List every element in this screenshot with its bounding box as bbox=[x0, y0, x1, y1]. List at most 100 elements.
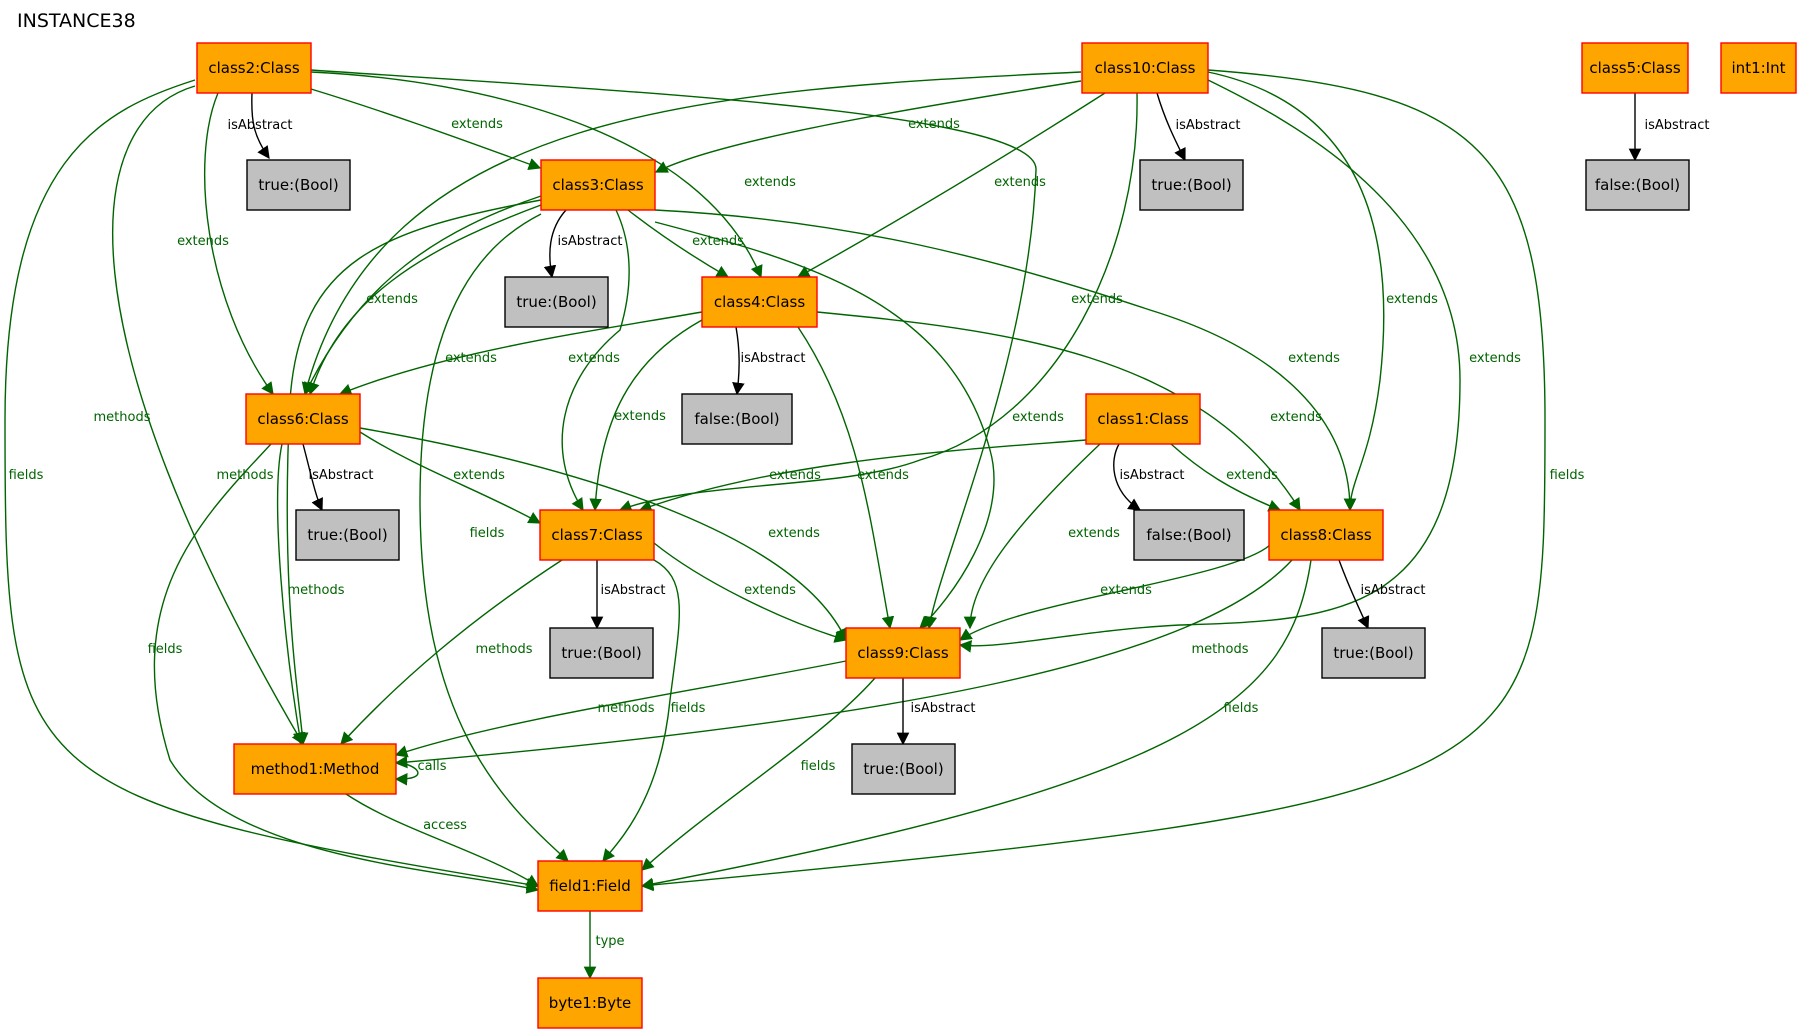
edge-label-class4-to-class8: extends bbox=[1270, 410, 1322, 425]
node-class3[interactable]: class3:Class bbox=[540, 159, 656, 211]
node-class5[interactable]: class5:Class bbox=[1581, 42, 1689, 94]
node-label-class8: class8:Class bbox=[1280, 526, 1371, 544]
edge-label-class1-to-class8: extends bbox=[1226, 468, 1278, 483]
node-b_c6[interactable]: true:(Bool) bbox=[295, 509, 400, 561]
node-b_c2[interactable]: true:(Bool) bbox=[246, 159, 351, 211]
node-label-b_c2: true:(Bool) bbox=[258, 176, 338, 194]
edge-class2-to-method1 bbox=[112, 85, 304, 746]
node-box-b_c7 bbox=[549, 627, 654, 679]
edge-class2-to-class3 bbox=[310, 88, 542, 171]
node-b_c1[interactable]: false:(Bool) bbox=[1133, 509, 1245, 561]
edge-class3-to-class8 bbox=[654, 209, 1357, 512]
edge-method1-to-field1 bbox=[345, 793, 540, 887]
node-class1[interactable]: class1:Class bbox=[1085, 393, 1201, 445]
edge-label-class3-to-method1: methods bbox=[217, 468, 274, 483]
node-box-class7 bbox=[539, 509, 655, 561]
edge-label-class2-to-field1: fields bbox=[9, 468, 44, 483]
node-b_c10[interactable]: true:(Bool) bbox=[1139, 159, 1244, 211]
node-b_c8[interactable]: true:(Bool) bbox=[1321, 627, 1426, 679]
edge-label-class6-to-b_c6: isAbstract bbox=[309, 468, 374, 483]
edge-class3-to-field1 bbox=[419, 213, 569, 862]
node-box-method1 bbox=[233, 743, 397, 795]
edge-class10-to-b_c10 bbox=[1156, 92, 1186, 162]
node-box-class10 bbox=[1081, 42, 1209, 94]
node-field1[interactable]: field1:Field bbox=[537, 860, 643, 912]
node-label-b_c6: true:(Bool) bbox=[307, 526, 387, 544]
node-b_c7[interactable]: true:(Bool) bbox=[549, 627, 654, 679]
edge-label-class1-to-b_c1: isAbstract bbox=[1120, 468, 1185, 483]
node-box-int1 bbox=[1720, 42, 1797, 94]
edge-label-class4-to-class7: extends bbox=[614, 409, 666, 424]
edge-label-class8-to-b_c8: isAbstract bbox=[1361, 583, 1426, 598]
node-box-class2 bbox=[196, 42, 312, 94]
node-class6[interactable]: class6:Class bbox=[245, 393, 361, 445]
edge-class7-to-class9 bbox=[653, 542, 848, 643]
node-label-class9: class9:Class bbox=[857, 644, 948, 662]
node-label-b_c1: false:(Bool) bbox=[1146, 526, 1231, 544]
node-b_c4[interactable]: false:(Bool) bbox=[681, 393, 793, 445]
node-box-class6 bbox=[245, 393, 361, 445]
node-b_c9[interactable]: true:(Bool) bbox=[851, 743, 956, 795]
edge-class9-to-field1 bbox=[641, 677, 876, 871]
node-class2[interactable]: class2:Class bbox=[196, 42, 312, 94]
edge-label-class10-to-class4: extends bbox=[994, 175, 1046, 190]
edge-class10-to-class7 bbox=[618, 92, 1138, 512]
edge-class10-to-field1 bbox=[640, 69, 1546, 892]
node-class9[interactable]: class9:Class bbox=[845, 627, 961, 679]
node-box-class3 bbox=[540, 159, 656, 211]
node-label-b_c7: true:(Bool) bbox=[561, 644, 641, 662]
node-class7[interactable]: class7:Class bbox=[539, 509, 655, 561]
edge-label-class6-to-field1: fields bbox=[148, 642, 183, 657]
edge-label-class10-to-class3: extends bbox=[908, 117, 960, 132]
edge-label-class3-to-class8: extends bbox=[1288, 351, 1340, 366]
edge-label-class2-to-b_c2: isAbstract bbox=[228, 118, 293, 133]
node-b_c3[interactable]: true:(Bool) bbox=[504, 276, 609, 328]
node-box-class5 bbox=[1581, 42, 1689, 94]
edge-label-class7-to-method1: methods bbox=[476, 642, 533, 657]
edge-class1-to-class9 bbox=[963, 443, 1101, 630]
node-box-class1 bbox=[1085, 393, 1201, 445]
node-label-field1: field1:Field bbox=[549, 877, 631, 895]
node-label-b_c5: false:(Bool) bbox=[1595, 176, 1680, 194]
node-box-b_c3 bbox=[504, 276, 609, 328]
edge-class2-to-field1 bbox=[4, 79, 540, 891]
edge-label-class2-to-class4: extends bbox=[744, 175, 796, 190]
edge-label-class4-to-class9: extends bbox=[857, 468, 909, 483]
edge-class8-to-b_c8 bbox=[1338, 559, 1370, 630]
edge-class10-to-class4 bbox=[796, 92, 1106, 278]
node-box-byte1 bbox=[537, 977, 643, 1029]
edge-class6-to-class9 bbox=[359, 427, 847, 642]
edge-label-class1-to-class9: extends bbox=[1068, 526, 1120, 541]
node-class10[interactable]: class10:Class bbox=[1081, 42, 1209, 94]
edge-label-class1-to-class7: extends bbox=[769, 468, 821, 483]
node-label-class10: class10:Class bbox=[1095, 59, 1196, 77]
node-class8[interactable]: class8:Class bbox=[1268, 509, 1384, 561]
node-byte1[interactable]: byte1:Byte bbox=[537, 977, 643, 1029]
node-label-b_c3: true:(Bool) bbox=[516, 293, 596, 311]
edge-label-class10-to-class9: extends bbox=[1469, 351, 1521, 366]
node-label-class3: class3:Class bbox=[552, 176, 643, 194]
edge-method1-to-method1 bbox=[394, 761, 419, 786]
node-box-b_c9 bbox=[851, 743, 956, 795]
node-int1[interactable]: int1:Int bbox=[1720, 42, 1797, 94]
edge-label-class6-to-class9: extends bbox=[768, 526, 820, 541]
edge-class10-to-class8 bbox=[1207, 71, 1385, 512]
node-b_c5[interactable]: false:(Bool) bbox=[1585, 159, 1690, 211]
edge-label-class5-to-b_c5: isAbstract bbox=[1645, 118, 1710, 133]
edge-label-class9-to-b_c9: isAbstract bbox=[911, 701, 976, 716]
node-method1[interactable]: method1:Method bbox=[233, 743, 397, 795]
edge-class8-to-class9 bbox=[958, 544, 1271, 641]
node-box-b_c5 bbox=[1585, 159, 1690, 211]
edge-class6-to-method1 bbox=[276, 443, 306, 746]
edge-label-method1-to-method1: calls bbox=[417, 759, 446, 774]
edge-label-method1-to-field1: access bbox=[423, 818, 467, 833]
edge-class9-to-method1 bbox=[394, 660, 847, 758]
edge-label-class9-to-field1: fields bbox=[801, 759, 836, 774]
node-class4[interactable]: class4:Class bbox=[701, 276, 818, 328]
edge-label-class2-to-method1: methods bbox=[94, 410, 151, 425]
edge-label-class8-to-class9: extends bbox=[1100, 583, 1152, 598]
node-label-b_c10: true:(Bool) bbox=[1151, 176, 1231, 194]
edge-label-class10-to-b_c10: isAbstract bbox=[1176, 118, 1241, 133]
edge-class4-to-class6 bbox=[338, 311, 703, 396]
edge-class10-to-class3 bbox=[654, 80, 1082, 173]
